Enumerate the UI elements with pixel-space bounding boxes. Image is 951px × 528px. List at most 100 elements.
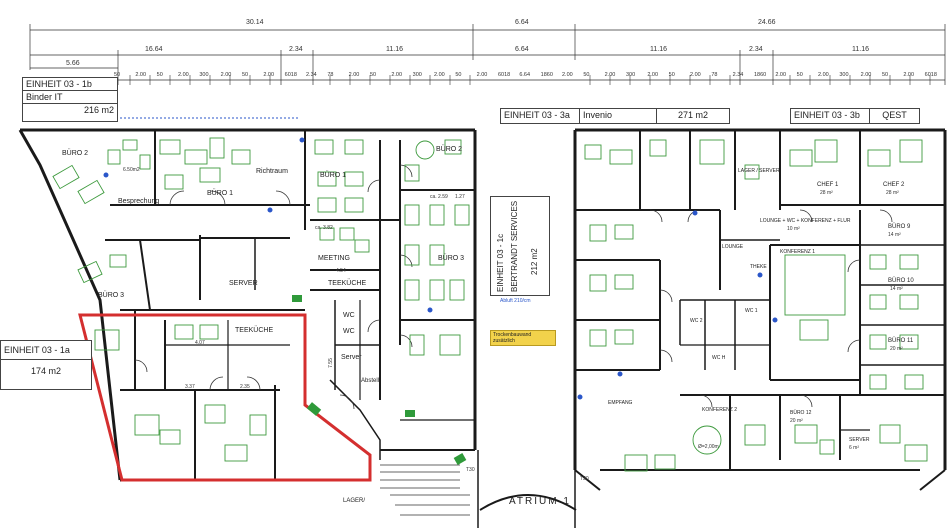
note-area-b12: 20 m²	[790, 418, 803, 424]
module-dim-label: 2.00	[604, 72, 616, 78]
note-area-b9: 14 m²	[888, 232, 901, 238]
module-dim-label: 300	[199, 72, 209, 78]
module-dim-label: 6018	[498, 72, 511, 78]
unit-1a-title: EINHEIT 03 - 1a	[1, 341, 91, 360]
room-buero9: BÜRO 9	[888, 224, 911, 230]
dim-2-6: 11.16	[650, 46, 667, 53]
room-buero3-left: BÜRO 3	[98, 292, 125, 299]
module-dim-label: 2.00	[178, 72, 189, 78]
module-dim-label: 50	[242, 72, 249, 78]
room-teekueche-mid: TEEKÜCHE	[328, 280, 367, 287]
note-dim-755: 7.55	[327, 358, 334, 368]
room-server-left: SERVER	[229, 280, 258, 287]
room-buero10: BÜRO 10	[888, 278, 914, 284]
unit-1a-title-block: EINHEIT 03 - 1a 174 m2	[0, 340, 92, 390]
note-dim-127: 1.27	[455, 194, 465, 200]
unit-3b-title-block: EINHEIT 03 - 3b QEST	[790, 108, 920, 124]
module-dim-label: 2.00	[690, 72, 701, 78]
module-dim-label: 1860	[540, 72, 553, 78]
room-konferenz2: KONFERENZ 2	[702, 407, 738, 413]
dimension-lines	[29, 24, 946, 85]
module-dim-label: 50	[882, 72, 889, 78]
right-building-walls	[573, 128, 947, 491]
room-besprechung: Besprechung	[118, 198, 160, 205]
module-dim-label: 2.00	[348, 72, 360, 78]
unit-1c-title-block	[490, 196, 550, 296]
room-chef1: CHEF 1	[817, 182, 839, 188]
room-lounge-mid: LOUNGE + WC + KONFERENZ + FLUR	[760, 218, 851, 224]
module-dim-label: 50	[455, 72, 462, 78]
room-lager: LAGER/	[343, 498, 366, 504]
unit-1c-tenant: BERTRANDT SERVICES	[510, 200, 519, 292]
module-dim-label: 50	[114, 72, 121, 78]
unit-1b-tenant: Binder IT	[23, 91, 117, 104]
room-lager-server: LAGER / SERVER	[738, 168, 780, 174]
blue-markers	[103, 117, 778, 400]
stairs	[380, 464, 470, 516]
note-area-small: 6.50m2	[123, 167, 140, 173]
room-buero1-mid: BÜRO 1	[320, 172, 347, 179]
note-t30-left: T30	[466, 467, 475, 473]
module-dim-label: 300	[412, 72, 422, 78]
module-dim-label: 2.00	[476, 72, 488, 78]
module-dim-label: 2.34	[732, 72, 744, 78]
module-dim-label: 6018	[284, 72, 297, 78]
module-dim-label: 50	[583, 72, 590, 78]
room-wc2: WC 2	[690, 318, 703, 324]
room-buero3-mid: BÜRO 3	[438, 255, 465, 262]
room-buero2-left: BÜRO 2	[62, 150, 89, 157]
note-area-chef2: 28 m²	[886, 190, 899, 196]
note-dim-235: 2.35	[240, 384, 250, 390]
dim-2-5: 6.64	[515, 46, 529, 53]
unit-3a-title-block: EINHEIT 03 - 3a Invenio 271 m2	[500, 108, 730, 124]
note-k2-circle: Ø=2,00m	[698, 444, 719, 450]
note-dim-337: 3.37	[185, 384, 195, 390]
note-area-b11: 20 m²	[890, 346, 903, 352]
room-server-mid: Server	[341, 354, 362, 361]
dim-2-8: 11.16	[852, 46, 869, 53]
room-konferenz1: KONFERENZ 1	[780, 249, 816, 255]
unit-1a-highlight	[78, 313, 372, 482]
module-dim-label: 78	[711, 72, 718, 78]
room-empfang: EMPFANG	[608, 400, 633, 406]
module-dim-label: 6018	[924, 72, 937, 78]
note-area-b10: 14 m²	[890, 286, 903, 292]
room-chef2: CHEF 2	[883, 182, 905, 188]
dim-2-1: 5.66	[66, 60, 80, 67]
room-wch: WC H	[712, 355, 726, 361]
dim-top-2: 6.64	[515, 19, 529, 26]
room-theke: THEKE	[750, 264, 767, 270]
module-dim-label: 2.00	[860, 72, 872, 78]
note-area-server: 6 m²	[849, 445, 859, 451]
module-dim-label: 50	[156, 72, 163, 78]
unit-1c-title: EINHEIT 03 - 1c	[496, 233, 505, 292]
unit-3a-title: EINHEIT 03 - 3a	[501, 109, 580, 123]
unit-3b-title: EINHEIT 03 - 3b	[791, 109, 870, 123]
note-abluft: Abluft 210/cm	[500, 298, 531, 304]
note-t30-right: T30	[580, 476, 589, 482]
room-richtraum: Richtraum	[256, 168, 288, 175]
room-buero12: BÜRO 12	[790, 410, 812, 416]
room-buero1-left: BÜRO 1	[207, 190, 234, 197]
room-wc-a: WC	[343, 312, 355, 319]
note-area-k1: 10 m²	[787, 226, 800, 232]
module-dim-label: 2.34	[306, 72, 317, 78]
furniture	[52, 137, 928, 472]
module-dim-label: 6.64	[519, 72, 531, 78]
unit-1a-area: 174 m2	[30, 366, 62, 376]
unit-1b-title: EINHEIT 03 - 1b	[23, 78, 117, 91]
unit-3b-tenant: QEST	[882, 110, 907, 120]
module-dim-label: 2.00	[135, 72, 147, 78]
module-dim-label: 2.00	[647, 72, 659, 78]
dim-2-7: 2.34	[749, 46, 763, 53]
room-teekueche-low: TEEKÜCHE	[235, 327, 274, 334]
module-dim-label: 2.00	[220, 72, 232, 78]
trockenbau-note: Trockenbauwand zusätzlich	[490, 330, 556, 346]
dim-top-1: 30.14	[246, 19, 264, 26]
module-dim-label: 1860	[754, 72, 767, 78]
unit-1b-title-block: EINHEIT 03 - 1b Binder IT 216 m2	[22, 77, 118, 122]
dim-2-3: 2.34	[289, 46, 303, 53]
module-row: 50 2.00 50 2.00 300 2.00 50 2.00 6018 2.34 78 2.00 5…	[114, 72, 946, 80]
module-dim-label: 2.00	[818, 72, 829, 78]
unit-1c-area: 212 m2	[530, 248, 539, 275]
